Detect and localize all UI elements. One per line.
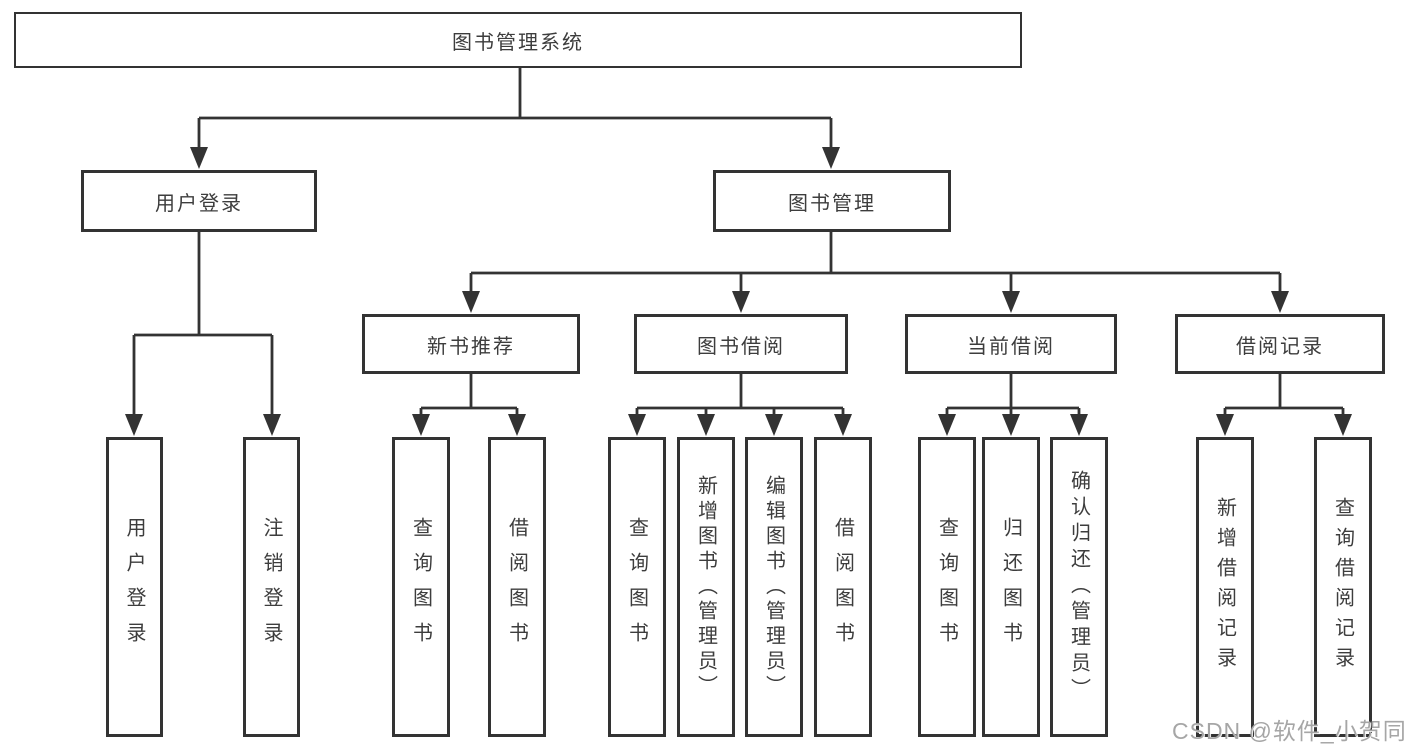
node-book-borrowing: 图书借阅 — [634, 314, 848, 374]
leaf-add-book-admin-label: 新增图书（管理员） — [694, 474, 717, 700]
node-current-borrowing: 当前借阅 — [905, 314, 1117, 374]
leaf-confirm-return-admin: 确认归还（管理员） — [1050, 437, 1108, 737]
leaf-query-books-3-label: 查询图书 — [935, 517, 958, 657]
leaf-logout-login: 注销登录 — [243, 437, 300, 737]
leaf-logout-login-label: 注销登录 — [260, 517, 282, 657]
node-book-borrowing-label: 图书借阅 — [697, 335, 785, 358]
leaf-query-borrow-record-label: 查询借阅记录 — [1331, 497, 1354, 677]
leaf-query-books-1-label: 查询图书 — [409, 517, 432, 657]
leaf-borrow-books-2-label: 借阅图书 — [831, 517, 854, 657]
leaf-return-books: 归还图书 — [982, 437, 1040, 737]
leaf-add-borrow-record: 新增借阅记录 — [1196, 437, 1254, 737]
node-user-login-branch: 用户登录 — [81, 170, 317, 232]
node-root: 图书管理系统 — [14, 12, 1022, 68]
leaf-user-login-label: 用户登录 — [123, 517, 145, 657]
node-new-book-recommend: 新书推荐 — [362, 314, 580, 374]
node-borrowing-records: 借阅记录 — [1175, 314, 1385, 374]
node-user-login-branch-label: 用户登录 — [155, 192, 243, 215]
leaf-query-books-2: 查询图书 — [608, 437, 666, 737]
leaf-add-book-admin: 新增图书（管理员） — [677, 437, 735, 737]
csdn-watermark: CSDN @软件_小贺同学 — [1172, 718, 1405, 744]
leaf-return-books-label: 归还图书 — [999, 517, 1022, 657]
leaf-query-borrow-record: 查询借阅记录 — [1314, 437, 1372, 737]
node-root-label: 图书管理系统 — [452, 31, 584, 54]
leaf-confirm-return-admin-label: 确认归还（管理员） — [1067, 470, 1090, 704]
leaf-query-books-2-label: 查询图书 — [625, 517, 648, 657]
leaf-edit-book-admin-label: 编辑图书（管理员） — [762, 474, 785, 700]
leaf-add-borrow-record-label: 新增借阅记录 — [1213, 497, 1236, 677]
leaf-query-books-3: 查询图书 — [918, 437, 976, 737]
node-book-management: 图书管理 — [713, 170, 951, 232]
leaf-query-books-1: 查询图书 — [392, 437, 450, 737]
leaf-borrow-books-1-label: 借阅图书 — [505, 517, 528, 657]
leaf-borrow-books-1: 借阅图书 — [488, 437, 546, 737]
leaf-edit-book-admin: 编辑图书（管理员） — [745, 437, 803, 737]
node-borrowing-records-label: 借阅记录 — [1236, 335, 1324, 358]
node-new-book-recommend-label: 新书推荐 — [427, 335, 515, 358]
node-current-borrowing-label: 当前借阅 — [967, 335, 1055, 358]
arrowheads — [125, 147, 1352, 436]
node-book-management-label: 图书管理 — [788, 192, 876, 215]
leaf-user-login: 用户登录 — [106, 437, 163, 737]
leaf-borrow-books-2: 借阅图书 — [814, 437, 872, 737]
